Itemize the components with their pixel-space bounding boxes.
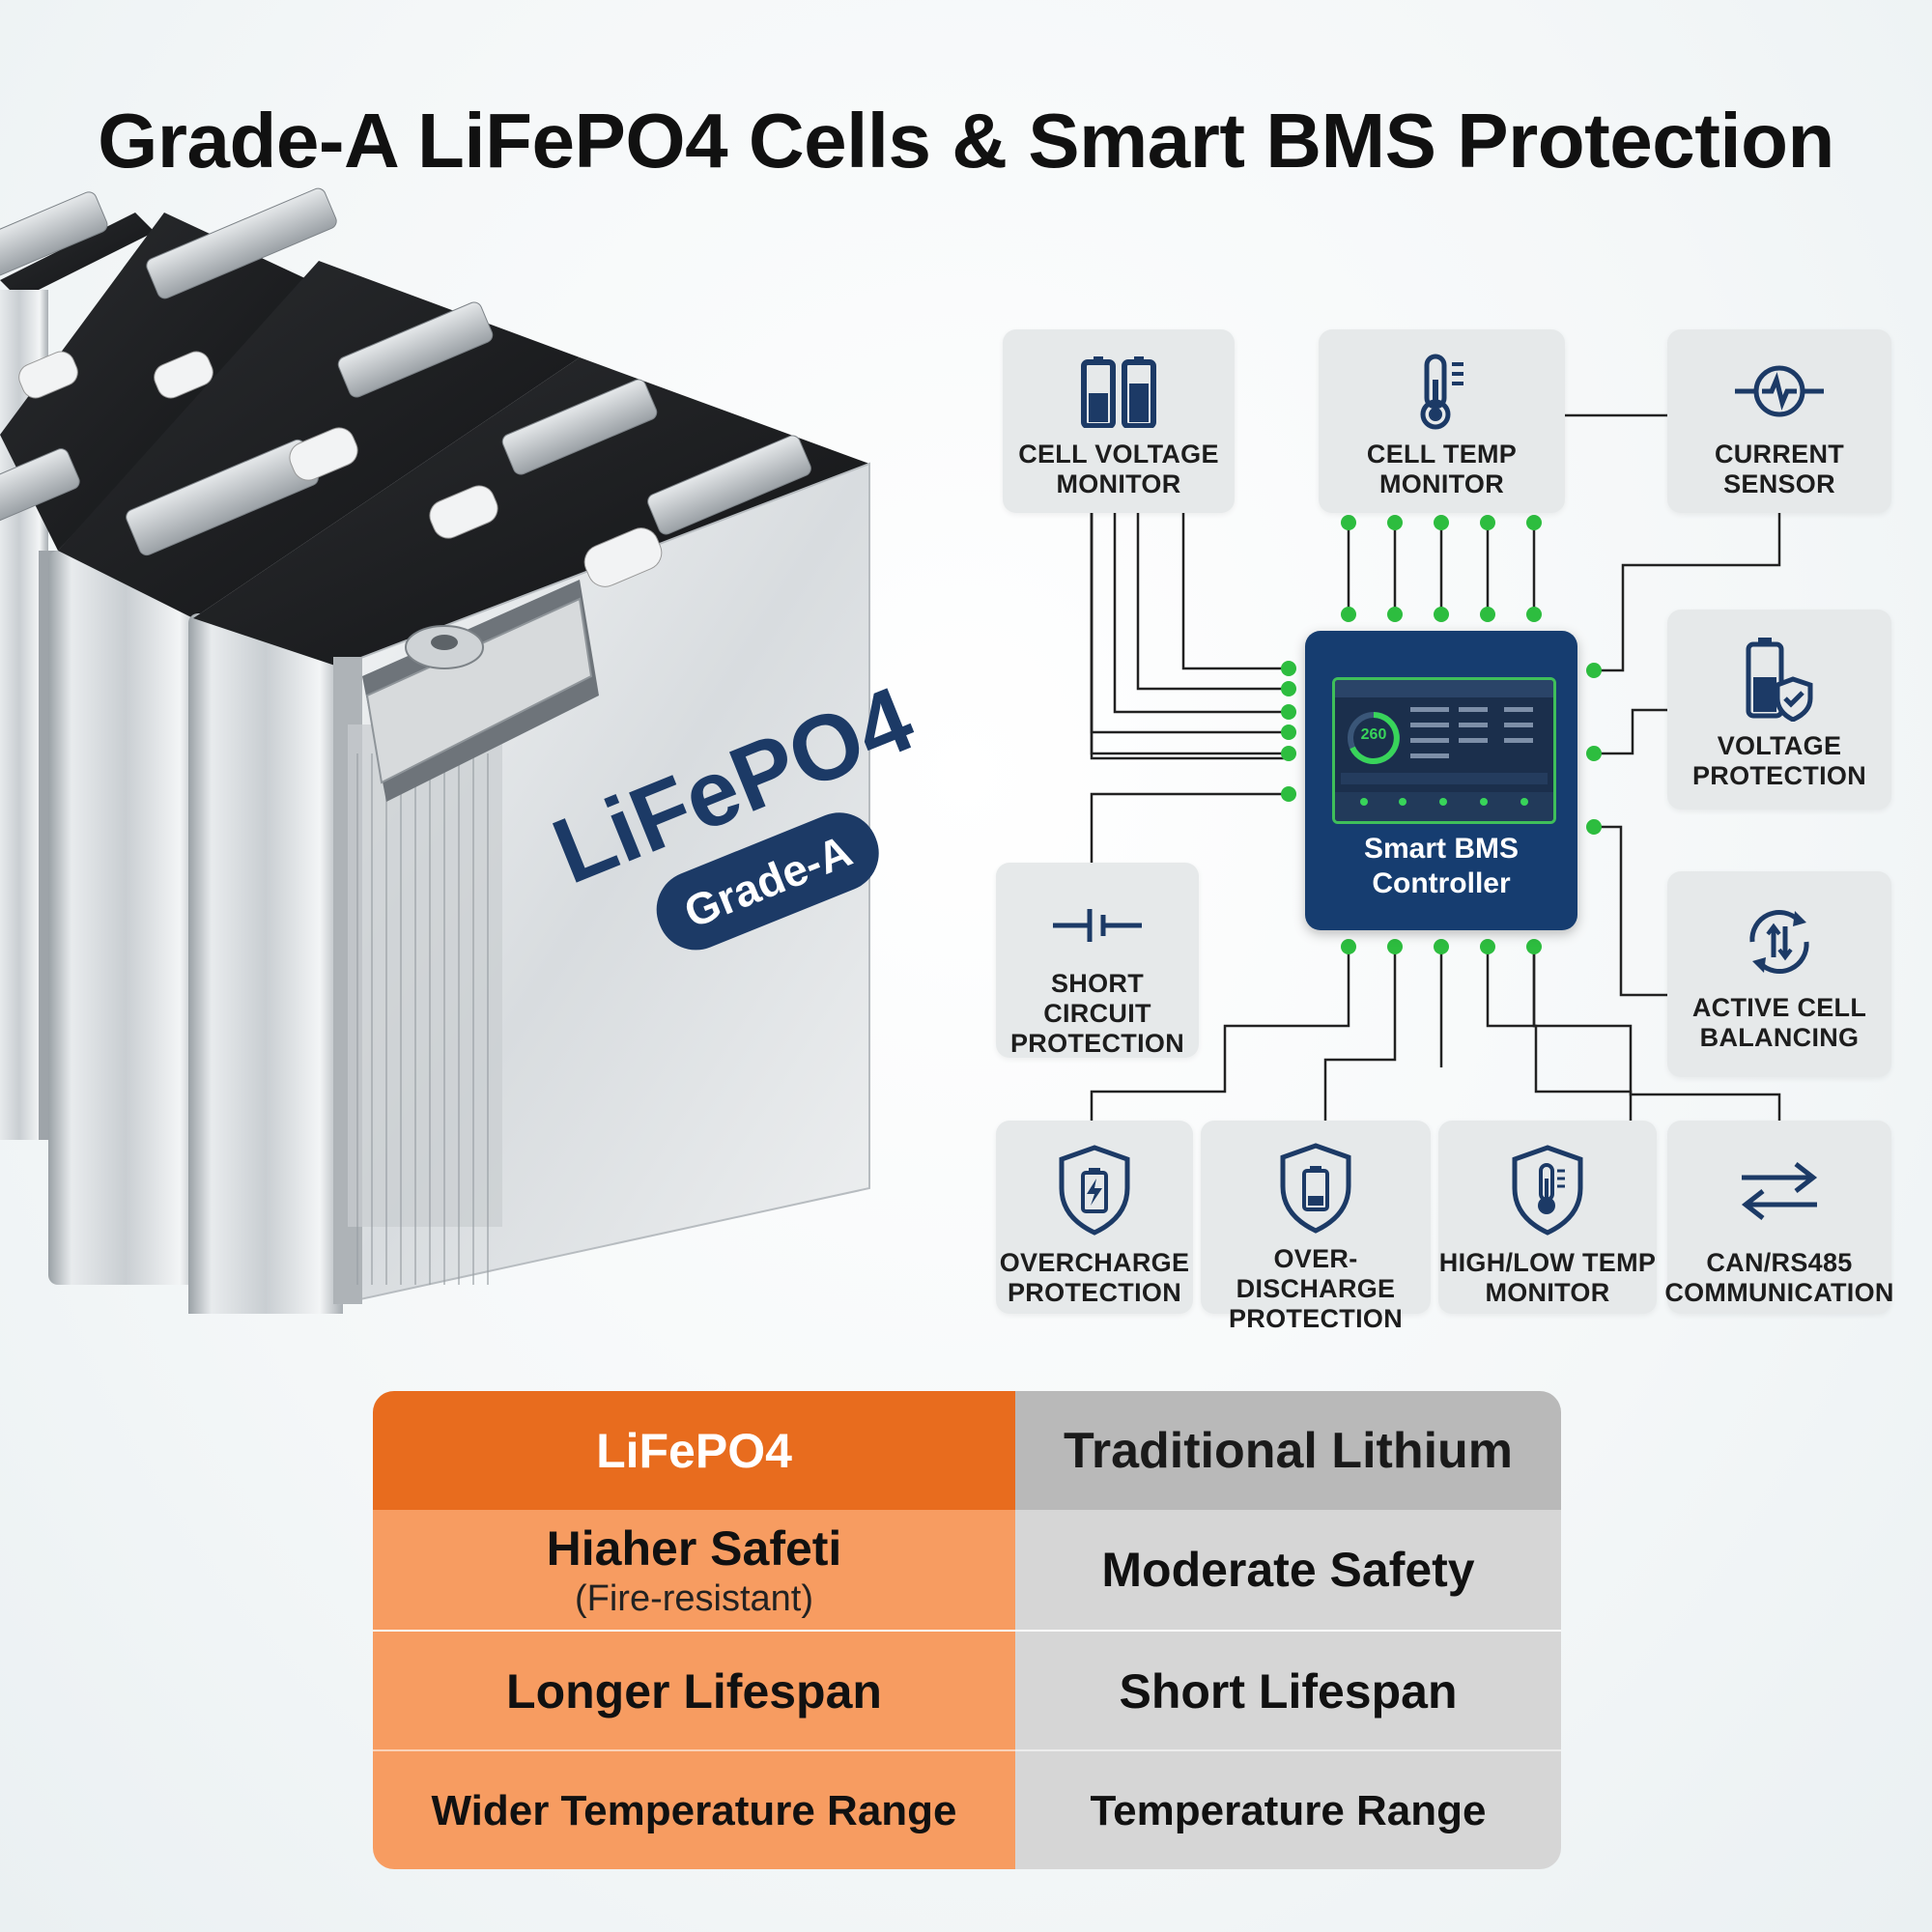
active-balancing-label-line2: BALANCING: [1699, 1023, 1860, 1052]
controller-title-line1: Smart BMS: [1363, 833, 1520, 865]
bms-screen-readout: 260: [1360, 726, 1387, 743]
high-low-temp-label-line2: MONITOR: [1485, 1278, 1610, 1307]
table-header-row: LiFePO4 Traditional Lithium: [373, 1391, 1561, 1510]
connection-nodes: [1281, 515, 1602, 954]
short-circuit-label-line1: SHORT CIRCUIT: [1043, 969, 1151, 1028]
row-safety-traditional: Moderate Safety: [1015, 1510, 1561, 1630]
cell-voltage-label-line2: MONITOR: [1056, 469, 1181, 498]
battery-cells-icon: [1080, 353, 1157, 430]
exchange-arrows-icon: [1736, 1142, 1823, 1238]
short-circuit-label-line2: PROTECTION: [1009, 1029, 1184, 1058]
cell-front: [193, 357, 870, 1306]
smart-bms-controller: 260 Smart BMS Controller: [1305, 631, 1577, 930]
row-lifespan-lifepo4: Longer Lifespan: [373, 1632, 1015, 1751]
current-sensor-label-line1: CURRENT: [1714, 440, 1845, 469]
current-sensor-label-line2: SENSOR: [1723, 469, 1835, 498]
shield-battery-icon: [1277, 1142, 1354, 1235]
shield-bolt-icon: [1056, 1142, 1133, 1238]
safety-lifepo4-subtext: (Fire-resistant): [574, 1577, 814, 1619]
page-title: Grade-A LiFePO4 Cells & Smart BMS Protec…: [98, 98, 1834, 184]
high-low-temp-label-line1: HIGH/LOW TEMP: [1438, 1248, 1657, 1277]
header-traditional-lithium: Traditional Lithium: [1015, 1391, 1561, 1510]
over-discharge-label-line1: OVER-DISCHARGE: [1236, 1244, 1396, 1303]
overcharge-label-line2: PROTECTION: [1007, 1278, 1181, 1307]
table-row: Longer Lifespan Short Lifespan: [373, 1630, 1561, 1751]
card-current-sensor: CURRENT SENSOR: [1667, 329, 1891, 513]
busbars: [0, 187, 811, 587]
thermometer-icon: [1413, 353, 1471, 430]
header-lifepo4: LiFePO4: [373, 1391, 1015, 1510]
card-can-rs485-communication: CAN/RS485 COMMUNICATION: [1664, 1121, 1894, 1314]
card-short-circuit-protection: SHORT CIRCUIT PROTECTION: [996, 863, 1199, 1058]
card-over-discharge-protection: OVER-DISCHARGE PROTECTION: [1201, 1121, 1431, 1333]
bms-connector-lines: [1090, 413, 1781, 1121]
bms-display-screen: 260: [1332, 677, 1556, 824]
capacitor-icon: [1049, 901, 1146, 950]
balancing-arrows-icon: [1739, 900, 1820, 983]
row-temperature-traditional: Temperature Range: [1015, 1751, 1561, 1869]
comparison-table: LiFePO4 Traditional Lithium Hiaher Safet…: [373, 1391, 1561, 1869]
card-voltage-protection: VOLTAGE PROTECTION: [1667, 610, 1891, 810]
current-pulse-icon: [1733, 353, 1826, 430]
voltage-protection-label-line1: VOLTAGE: [1717, 731, 1842, 760]
row-temperature-lifepo4: Wider Temperature Range: [373, 1751, 1015, 1869]
can-rs485-label-line2: COMMUNICATION: [1664, 1278, 1894, 1307]
card-high-low-temp-monitor: HIGH/LOW TEMP MONITOR: [1438, 1121, 1657, 1314]
safety-lifepo4-text: Hiaher Safeti: [546, 1520, 842, 1576]
controller-title: Smart BMS Controller: [1305, 832, 1577, 901]
shield-thermometer-icon: [1509, 1142, 1586, 1238]
battery-cells-illustration: [0, 187, 870, 1314]
over-discharge-label-line2: PROTECTION: [1228, 1304, 1403, 1333]
overcharge-label-line1: OVERCHARGE: [999, 1248, 1190, 1277]
battery-shield-icon: [1743, 635, 1816, 722]
voltage-protection-label-line2: PROTECTION: [1691, 761, 1866, 790]
card-overcharge-protection: OVERCHARGE PROTECTION: [996, 1121, 1193, 1314]
controller-title-line2: Controller: [1372, 867, 1511, 899]
card-cell-temp-monitor: CELL TEMP MONITOR: [1319, 329, 1565, 513]
row-safety-lifepo4: Hiaher Safeti (Fire-resistant): [373, 1510, 1015, 1630]
cell-temp-label-line2: MONITOR: [1378, 469, 1505, 498]
active-balancing-label-line1: ACTIVE CELL: [1691, 993, 1867, 1022]
row-lifespan-traditional: Short Lifespan: [1015, 1632, 1561, 1751]
bms-screen-graphic: [1335, 680, 1553, 821]
can-rs485-label-line1: CAN/RS485: [1706, 1248, 1853, 1277]
card-active-cell-balancing: ACTIVE CELL BALANCING: [1667, 871, 1891, 1077]
table-row: Hiaher Safeti (Fire-resistant) Moderate …: [373, 1510, 1561, 1630]
card-cell-voltage-monitor: CELL VOLTAGE MONITOR: [1003, 329, 1235, 513]
table-row: Wider Temperature Range Temperature Rang…: [373, 1749, 1561, 1869]
cell-voltage-label-line1: CELL VOLTAGE: [1018, 440, 1219, 469]
cell-temp-label-line1: CELL TEMP: [1366, 440, 1518, 469]
